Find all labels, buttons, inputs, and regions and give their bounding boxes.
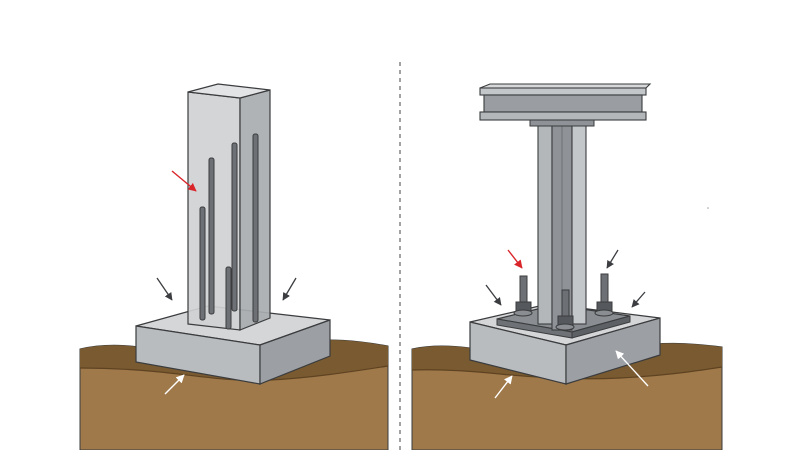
- right-arrows: [485, 249, 649, 399]
- white-arrow-icon: [494, 375, 513, 399]
- red-arrow-icon: [171, 170, 197, 192]
- left-rebar-group: [199, 133, 259, 330]
- rebar: [231, 142, 238, 312]
- dark-arrow-icon: [156, 277, 173, 301]
- anchor-bolt-group: [513, 273, 614, 331]
- steel-i-beam: [479, 83, 652, 127]
- anchor-bolt: [555, 289, 575, 331]
- rebar: [208, 157, 215, 315]
- dark-arrow-icon: [606, 249, 619, 269]
- rebar: [252, 133, 259, 323]
- right-panel-steel-column: [411, 83, 723, 450]
- left-arrows: [156, 170, 297, 395]
- dark-arrow-icon: [282, 277, 297, 301]
- anchor-bolt: [594, 273, 614, 317]
- anchor-bolt: [513, 275, 533, 317]
- white-arrow-icon: [615, 350, 649, 387]
- red-arrow-icon: [507, 249, 523, 269]
- left-panel-concrete-column: [79, 83, 389, 450]
- dark-arrow-icon: [631, 291, 646, 308]
- white-arrow-icon: [164, 374, 185, 395]
- rebar: [225, 266, 232, 330]
- stray-dot: [707, 207, 709, 209]
- rebar: [199, 206, 206, 321]
- dark-arrow-icon: [485, 284, 502, 306]
- steel-i-column: [537, 123, 587, 331]
